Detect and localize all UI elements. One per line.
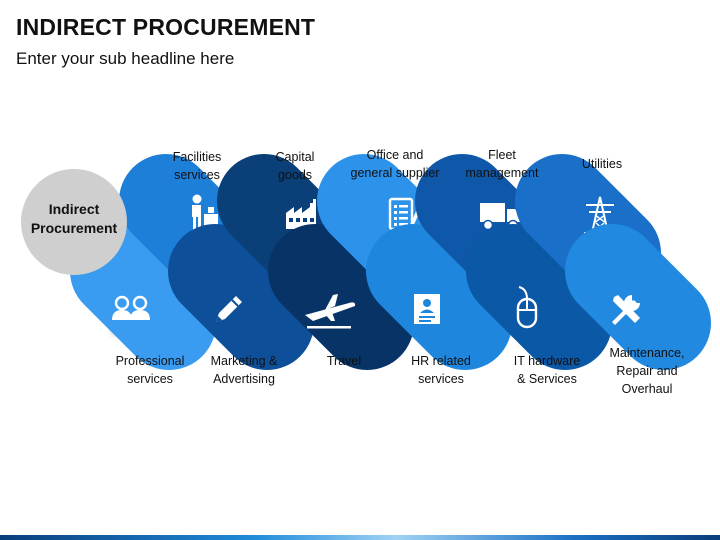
page-subtitle: Enter your sub headline here <box>16 49 235 68</box>
center-label-line: Procurement <box>31 220 118 236</box>
bottom-item-label: Marketing & Advertising <box>210 354 278 386</box>
bottom-item-label: Maintenance, Repair and Overhaul <box>609 346 685 396</box>
bottom-item-label: Travel <box>326 354 362 368</box>
bottom-item-tile <box>168 224 314 370</box>
top-item-label: Office and general supplier <box>350 148 440 180</box>
bottom-item-tile <box>466 224 612 370</box>
people-icon <box>112 295 150 320</box>
bottom-item-tile <box>268 224 414 370</box>
bottom-item-label: Professional services <box>115 354 185 386</box>
top-item-label: Utilities <box>581 157 623 171</box>
factory-icon <box>286 199 316 229</box>
footer-accent-bar <box>0 535 720 540</box>
page-title: INDIRECT PROCUREMENT <box>16 14 316 40</box>
tools-icon <box>612 295 640 325</box>
bottom-item-tile <box>565 224 711 370</box>
bottom-item-label: IT hardware & Services <box>513 354 581 386</box>
top-item-label: Fleet management <box>465 148 539 180</box>
mouse-icon <box>516 286 538 329</box>
top-item-label: Facilities services <box>172 150 222 182</box>
resume-icon <box>414 294 440 324</box>
bottom-item-label: HR related services <box>411 354 471 386</box>
center-label-line: Indirect <box>49 201 100 217</box>
pencil-icon <box>216 296 242 322</box>
top-item-label: Capital goods <box>275 150 315 182</box>
airplane-icon <box>305 294 356 329</box>
